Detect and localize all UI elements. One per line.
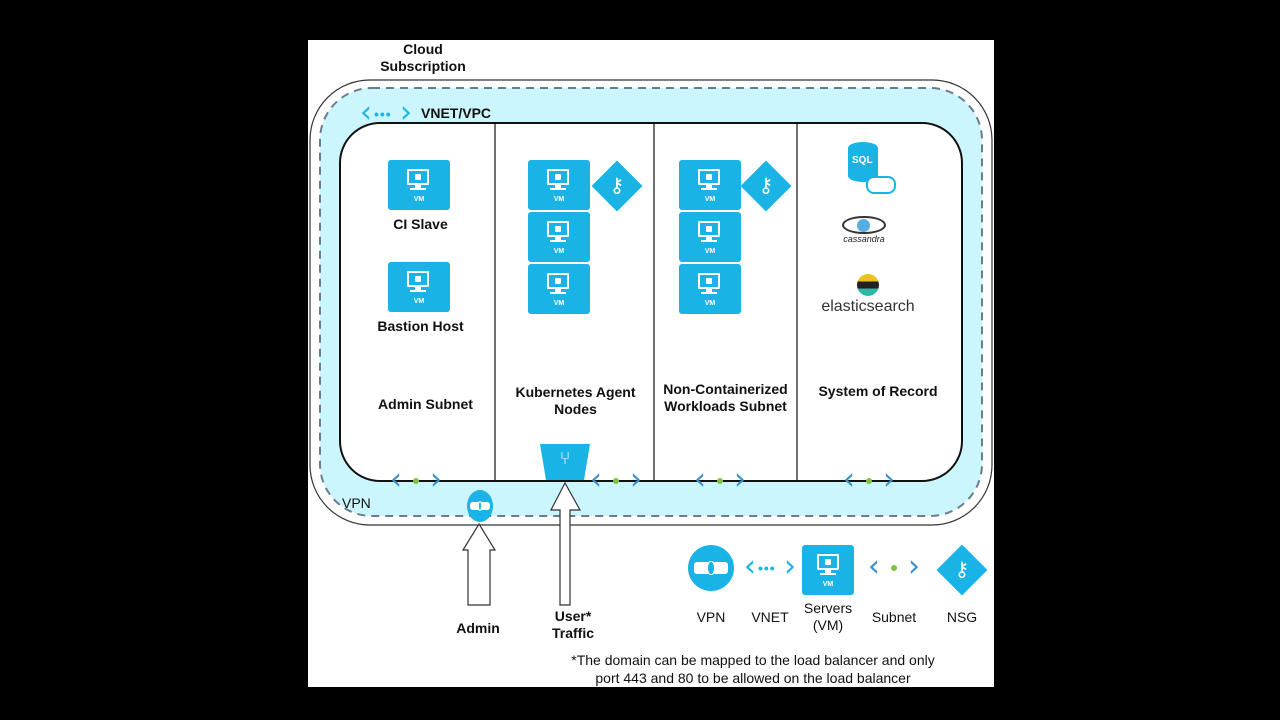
cassandra-logo: cassandra (834, 216, 894, 244)
bastion-host-label: Bastion Host (377, 318, 464, 334)
subnet-icon: ‹› (390, 462, 442, 497)
workload-vm-icon: VM (679, 264, 741, 314)
ci-slave-label: CI Slave (393, 216, 448, 232)
cloud-icon (866, 176, 896, 194)
legend-server-vm-icon: VM (802, 545, 854, 595)
footnote: *The domain can be mapped to the load ba… (571, 652, 935, 686)
legend-vnet-label: VNET (751, 609, 789, 625)
vnet-label: VNET/VPC (421, 105, 492, 121)
sql-database-icon: SQL (848, 142, 878, 182)
title-line: Cloud (403, 41, 443, 57)
legend-servers-label: Servers(VM) (803, 600, 853, 633)
admin-arrow (461, 522, 497, 606)
legend-nsg-label: NSG (946, 609, 978, 625)
subnet-icon: ‹› (694, 462, 746, 497)
elasticsearch-logo: elasticsearch (808, 274, 928, 316)
admin-subnet-label: Admin Subnet (378, 396, 473, 412)
subnet-icon: ‹› (590, 462, 642, 497)
system-of-record-label: System of Record (818, 383, 938, 399)
cloud-subscription-title: Cloud Subscription (368, 41, 478, 75)
vnet-icon: ‹•••› (360, 95, 412, 130)
vpn-gateway-icon (467, 490, 493, 522)
legend-subnet-label: Subnet (871, 609, 917, 625)
legend-vpn-icon (688, 545, 734, 591)
diagram-frame (309, 79, 993, 606)
legend-subnet-icon: ‹› (868, 549, 920, 584)
k8s-node-vm-icon: VM (528, 212, 590, 262)
legend-vnet-icon: ‹•••› (744, 549, 796, 584)
load-balancer-icon: ⑂ (540, 444, 590, 480)
k8s-node-vm-icon: VM (528, 160, 590, 210)
user-traffic-arrow (550, 481, 582, 606)
ci-slave-vm-icon: VM (388, 160, 450, 210)
bastion-host-vm-icon: VM (388, 262, 450, 312)
subnet-icon: ‹› (843, 462, 895, 497)
admin-label: Admin (456, 620, 500, 636)
workload-vm-icon: VM (679, 212, 741, 262)
k8s-node-vm-icon: VM (528, 264, 590, 314)
user-traffic-label: User*Traffic (551, 608, 594, 641)
legend-vpn-label: VPN (696, 609, 726, 625)
vpn-label: VPN (342, 495, 371, 511)
title-line: Subscription (380, 57, 466, 74)
architecture-diagram: Cloud Subscription ‹•••› VNET/VPC VM CI … (308, 40, 994, 687)
workload-vm-icon: VM (679, 160, 741, 210)
